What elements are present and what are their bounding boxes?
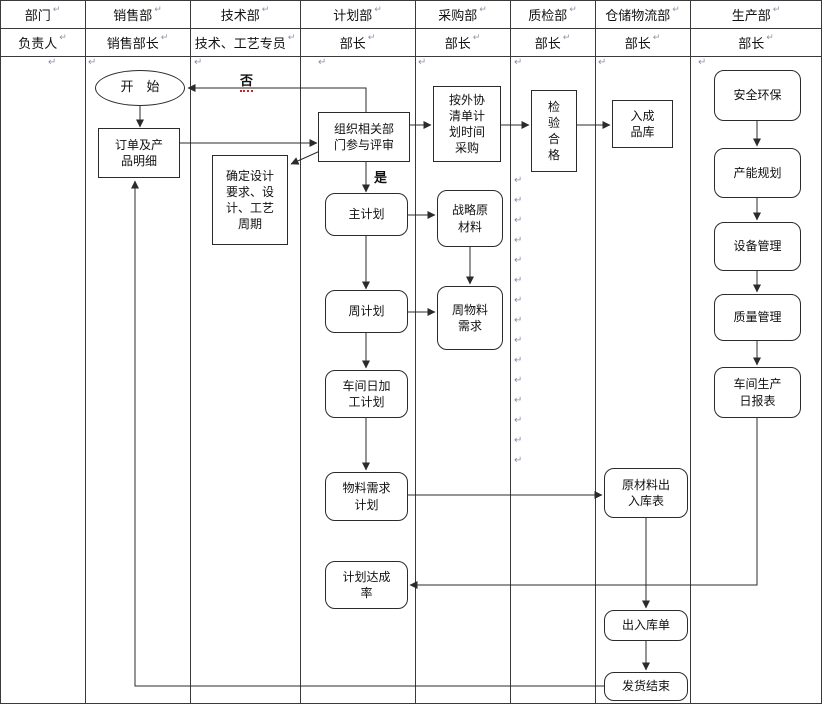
node-order-detail[interactable]: 订单及产品明细 [98,128,180,178]
connector-report-to-planrate [409,418,758,589]
cell-end-mark: ↵ [569,5,577,15]
node-ship-end[interactable]: 发货结束 [604,672,688,701]
cell-end-mark: ↵ [479,5,487,15]
owner-cell-dept: 负责人↵ [0,28,85,56]
node-start[interactable]: 开 始 [95,70,185,106]
owner-label: 部长 [444,36,471,52]
header-label: 仓储物流部 [605,8,671,24]
node-week-material[interactable]: 周物料需求 [437,286,503,350]
header-cell-qc: 质检部↵ [510,0,595,28]
header-label: 部门 [24,8,51,24]
cell-end-mark: ↵ [766,33,774,43]
node-design-requirements[interactable]: 确定设计要求、设计、工艺周期 [212,155,288,245]
cell-end-mark: ↵ [374,5,382,15]
header-label: 销售部 [113,8,153,24]
label-no: 否 [240,70,254,92]
node-inspection-pass[interactable]: 检验合格 [531,90,577,172]
label-yes: 是 [374,171,388,186]
owner-cell-planning: 部长↵ [300,28,415,56]
node-capacity[interactable]: 产能规划 [714,148,801,198]
owner-label: 负责人 [18,36,58,52]
node-review[interactable]: 组织相关部门参与评审 [318,112,410,162]
node-quality[interactable]: 质量管理 [714,294,801,341]
node-strategic-material[interactable]: 战略原材料 [437,190,503,247]
node-material-plan[interactable]: 物料需求计划 [325,472,408,521]
owner-label: 部长 [339,36,366,52]
header-cell-warehouse: 仓储物流部↵ [595,0,690,28]
node-week-plan[interactable]: 周计划 [325,290,408,333]
flow-connectors [131,84,761,687]
header-cell-production: 生产部↵ [690,0,822,28]
owner-label: 部长 [534,36,561,52]
header-label: 生产部 [731,8,771,24]
owner-cell-warehouse: 部长↵ [595,28,690,56]
owner-label: 部长 [624,36,651,52]
owner-cell-sales: 销售部长↵ [85,28,190,56]
cell-end-mark: ↵ [160,33,169,43]
node-finished-store[interactable]: 入成品库 [612,100,673,148]
header-label: 质检部 [528,8,568,24]
owner-cell-purchasing: 部长↵ [415,28,510,56]
cell-end-mark: ↵ [562,33,571,43]
header-cell-sales: 销售部↵ [85,0,190,28]
header-label: 采购部 [438,8,478,24]
node-raw-io-table[interactable]: 原材料出入库表 [604,468,688,518]
cell-end-mark: ↵ [52,5,61,15]
node-plan-rate[interactable]: 计划达成率 [325,561,408,609]
header-label: 技术部 [220,8,260,24]
node-daily-report[interactable]: 车间生产日报表 [714,367,801,418]
node-daily-plan[interactable]: 车间日加工计划 [325,370,408,418]
node-safety[interactable]: 安全环保 [714,70,801,121]
owner-cell-qc: 部长↵ [510,28,595,56]
node-outsourcing-purchase[interactable]: 按外协清单计划时间采购 [433,86,501,162]
node-master-plan[interactable]: 主计划 [325,193,408,236]
owner-label: 部长 [738,36,765,52]
header-cell-purchasing: 采购部↵ [415,0,510,28]
header-cell-dept: 部门↵ [0,0,85,28]
header-cell-tech: 技术部↵ [190,0,300,28]
cell-end-mark: ↵ [261,5,270,15]
cell-end-mark: ↵ [287,33,296,43]
cell-end-mark: ↵ [652,33,661,43]
cell-end-mark: ↵ [472,33,481,43]
header-cell-planning: 计划部↵ [300,0,415,28]
owner-cell-production: 部长↵ [690,28,822,56]
owner-cell-tech: 技术、工艺专员↵ [190,28,300,56]
cell-end-mark: ↵ [154,5,162,15]
connector-shipend-to-order [131,180,604,687]
owner-label: 技术、工艺专员 [194,36,286,52]
node-equipment[interactable]: 设备管理 [714,222,801,271]
node-io-order[interactable]: 出入库单 [604,610,688,641]
cell-end-mark: ↵ [772,5,781,15]
header-label: 计划部 [333,8,373,24]
connector-review-no-to-start [187,84,367,112]
cell-end-mark: ↵ [367,33,376,43]
owner-label: 销售部长 [106,36,159,52]
cell-end-mark: ↵ [672,5,680,15]
cell-end-mark: ↵ [59,33,67,43]
connector-review-to-design [290,150,321,165]
